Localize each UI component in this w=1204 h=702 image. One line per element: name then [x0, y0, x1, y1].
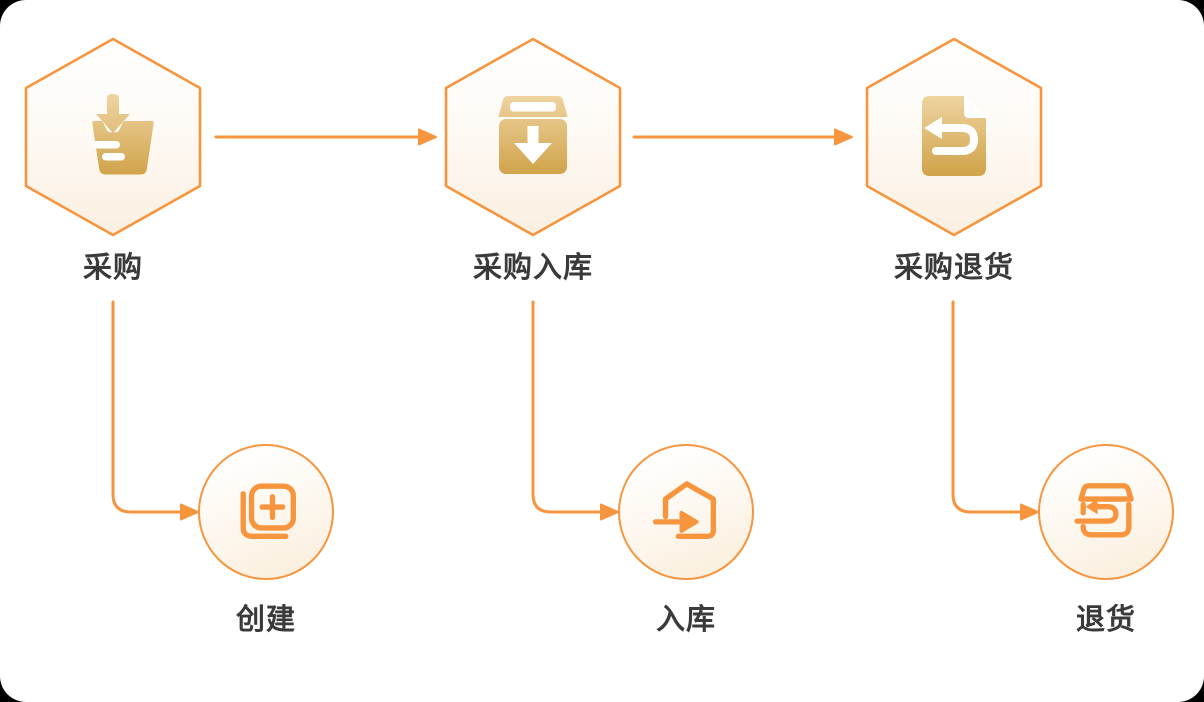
- arrowhead: [1020, 503, 1039, 521]
- arrowhead: [180, 503, 199, 521]
- action-label-inbound: 入库: [655, 604, 716, 636]
- arrowhead: [418, 128, 437, 146]
- action-node-return[interactable]: [1038, 444, 1174, 580]
- connector-return-to-return-action: [951, 300, 1022, 514]
- action-label-create: 创建: [235, 604, 296, 636]
- arrowhead: [600, 503, 619, 521]
- action-label-return: 退货: [1075, 604, 1136, 636]
- stage-label-purchase: 采购: [82, 252, 143, 284]
- connector-purchase-to-create: [111, 300, 182, 514]
- box-return-icon: [1074, 483, 1134, 538]
- box-arrow-down-icon: [498, 96, 568, 174]
- stage-node-purchase[interactable]: [23, 36, 203, 238]
- warehouse-enter-icon: [652, 481, 717, 539]
- action-node-create[interactable]: [198, 444, 334, 580]
- stage-node-purchase-return[interactable]: [864, 36, 1044, 238]
- document-return-icon: [922, 95, 987, 176]
- action-node-inbound[interactable]: [618, 444, 754, 580]
- basket-receive-icon: [74, 94, 154, 175]
- stage-label-purchase-return: 采购退货: [893, 252, 1014, 284]
- stage-label-purchase-inbound: 采购入库: [472, 252, 593, 284]
- arrowhead: [834, 128, 853, 146]
- stage-node-purchase-inbound[interactable]: [443, 36, 623, 238]
- duplicate-plus-icon: [240, 483, 297, 539]
- connector-inbound-to-inbound-action: [531, 300, 602, 514]
